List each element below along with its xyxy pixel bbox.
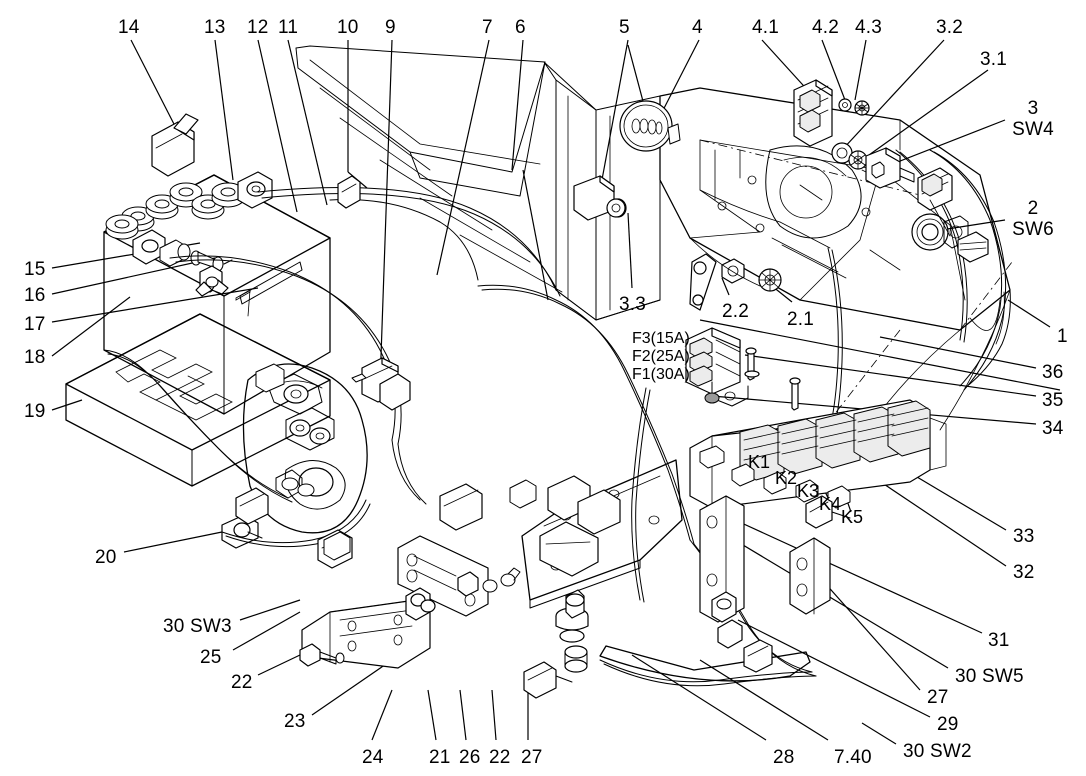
callout-27-right: 27 [927, 687, 949, 708]
callout-9: 9 [385, 17, 396, 38]
plug-connector-right [957, 231, 989, 263]
callout-14: 14 [118, 17, 140, 38]
callout-10: 10 [337, 17, 359, 38]
callout-4-3: 4.3 [855, 17, 883, 38]
callout-30-sw3: 30 SW3 [163, 616, 232, 637]
callout-34: 34 [1042, 418, 1064, 439]
callout-32: 32 [1013, 562, 1035, 583]
callout-15: 15 [24, 259, 46, 280]
relay-label-k1: K1 [748, 452, 771, 472]
relay-block [689, 399, 947, 509]
callout-18: 18 [24, 347, 46, 368]
callout-1: 1 [1057, 326, 1068, 347]
callout-3-sw4: 3 SW4 [1012, 98, 1054, 140]
bottom-right-brackets [699, 495, 851, 673]
callout-30-sw2: 30 SW2 [903, 741, 972, 762]
callout-31: 31 [988, 630, 1010, 651]
callout-35: 35 [1042, 390, 1064, 411]
callout-7-40: 7.40 [834, 747, 872, 768]
part-33-ring [606, 198, 626, 218]
part-3-sw4-switch [861, 147, 915, 189]
callout-2-1: 2.1 [787, 309, 815, 330]
callout-28: 28 [773, 747, 795, 768]
fuse-label-f3: F3(15A) [632, 330, 690, 347]
part-43-lockwasher [854, 100, 870, 116]
wire-harness [103, 149, 1007, 687]
callout-24: 24 [362, 747, 384, 768]
callout-30-sw5: 30 SW5 [955, 666, 1024, 687]
battery-assembly [65, 171, 331, 487]
relay-label-k3: K3 [797, 481, 820, 501]
leader-lines-bottom [371, 654, 829, 741]
part-14-switch [151, 113, 199, 177]
part-42-washer [838, 98, 852, 112]
dash-detail [659, 119, 951, 287]
callout-23: 23 [284, 711, 306, 732]
fuse-label-f2: F2(25A) [632, 348, 690, 365]
callout-36: 36 [1042, 362, 1064, 383]
part-41-connector [793, 79, 833, 147]
callout-3-1: 3.1 [980, 49, 1008, 70]
right-cowl [964, 289, 1011, 389]
callout-16: 16 [24, 285, 46, 306]
part-2-sw6-switch [911, 213, 969, 251]
callout-4-1: 4.1 [752, 17, 780, 38]
callout-21: 21 [429, 747, 451, 768]
part-4-gauge [619, 100, 681, 152]
callout-20: 20 [95, 547, 117, 568]
callout-4-2: 4.2 [812, 17, 840, 38]
callout-11: 11 [278, 17, 299, 38]
callout-2-2: 2.2 [722, 301, 750, 322]
part-10-clamp [337, 175, 361, 209]
part-22-nut [721, 258, 745, 284]
callout-26: 26 [459, 747, 481, 768]
callout-22-left: 22 [231, 672, 253, 693]
leader-lines-left [51, 242, 393, 716]
callout-7: 7 [482, 17, 493, 38]
callout-4: 4 [692, 17, 703, 38]
bottom-center-mechanism [523, 521, 811, 699]
callout-3-2: 3.2 [936, 17, 964, 38]
callout-6: 6 [515, 17, 526, 38]
callout-27-bottom: 27 [521, 747, 543, 768]
callout-29: 29 [937, 714, 959, 735]
relay-label-k2: K2 [775, 468, 798, 488]
callout-12: 12 [247, 17, 269, 38]
dash-small-switch [917, 167, 953, 211]
callout-22-bottom: 22 [489, 747, 511, 768]
fuse-block [685, 327, 801, 411]
bolt-lever-mid [689, 253, 717, 311]
callout-2-sw6: 2 SW6 [1012, 198, 1054, 240]
callout-33: 33 [1013, 526, 1035, 547]
part-31-nut [848, 150, 868, 170]
callout-25: 25 [200, 647, 222, 668]
callout-17: 17 [24, 314, 46, 335]
part-21-lockwasher [758, 268, 782, 292]
callout-3-3: 3.3 [619, 294, 647, 315]
misc-connectors [235, 373, 411, 561]
callout-19: 19 [24, 401, 46, 422]
relay-label-k5: K5 [841, 507, 864, 527]
callout-13: 13 [204, 17, 226, 38]
fuse-label-f1: F1(30A) [632, 366, 690, 383]
callout-5: 5 [619, 17, 630, 38]
relay-label-k4: K4 [819, 494, 842, 514]
